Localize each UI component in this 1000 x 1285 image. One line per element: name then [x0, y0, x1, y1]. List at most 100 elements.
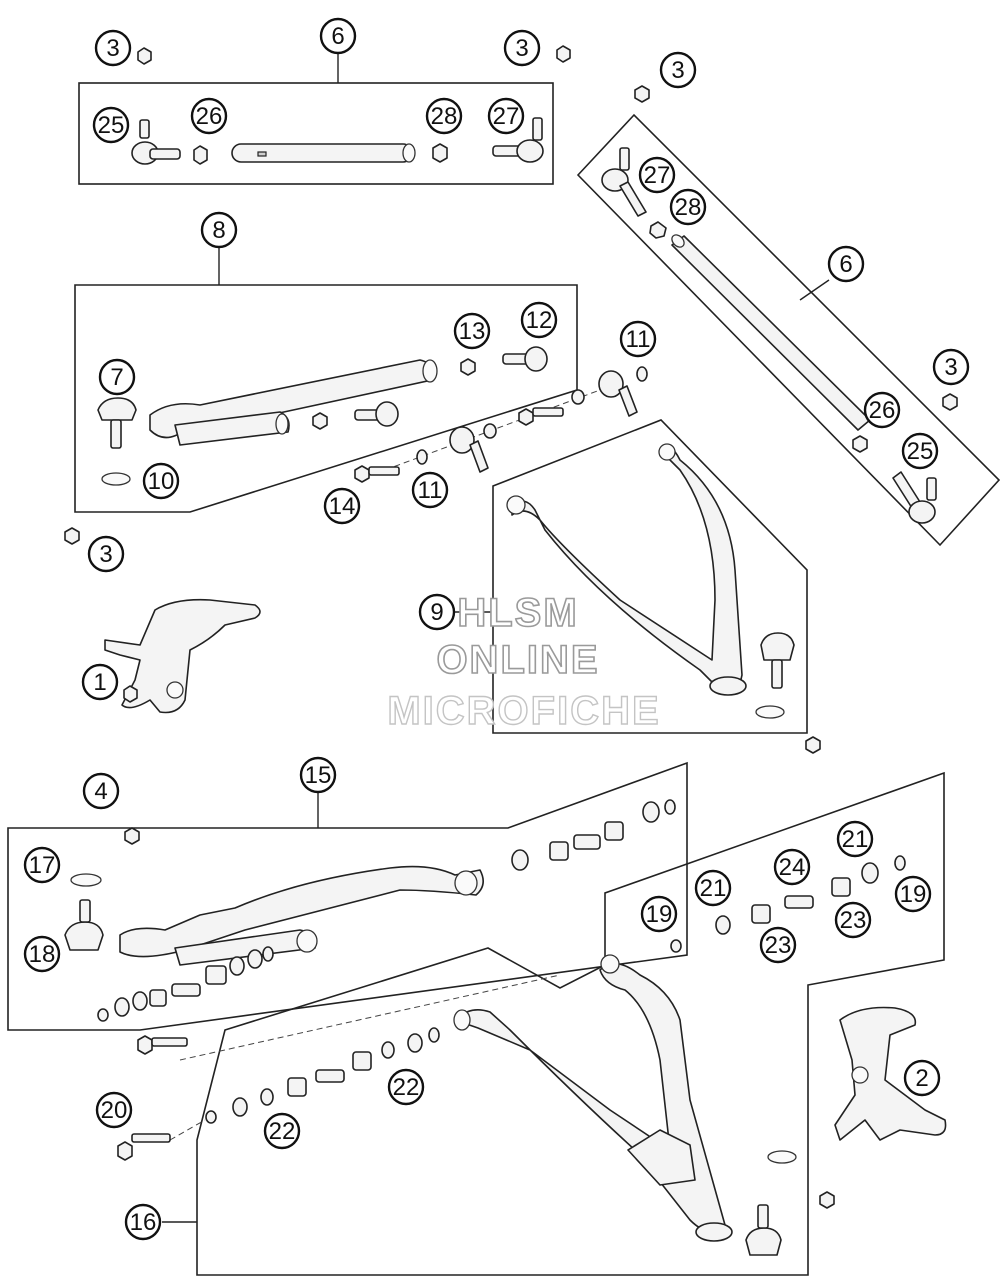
callout-8: 8: [200, 211, 238, 249]
svg-text:21: 21: [842, 826, 869, 853]
callout-19-a: 19: [640, 895, 678, 933]
svg-text:20: 20: [101, 1097, 128, 1124]
svg-text:16: 16: [130, 1209, 157, 1236]
callout-28-b: 28: [669, 188, 707, 226]
callout-2: 2: [903, 1059, 941, 1097]
svg-text:19: 19: [900, 881, 927, 908]
callouts: 1 2 3 3 3 3 3 4 6 6 7 8 9 10 11 11 12 13…: [23, 17, 970, 1241]
callout-7: 7: [98, 358, 136, 396]
svg-text:7: 7: [110, 364, 123, 391]
callout-13: 13: [453, 312, 491, 350]
callout-3-b: 3: [503, 29, 541, 67]
svg-text:26: 26: [196, 103, 223, 130]
callout-16: 16: [124, 1203, 162, 1241]
svg-text:13: 13: [459, 318, 486, 345]
svg-text:21: 21: [700, 875, 727, 902]
tie-rod-top-parts: [131, 45, 571, 165]
callout-15: 15: [299, 756, 337, 794]
callout-26-b: 26: [863, 391, 901, 429]
watermark-line-3: MICROFICHE: [387, 689, 660, 733]
svg-text:12: 12: [526, 307, 553, 334]
callout-3-c: 3: [659, 51, 697, 89]
svg-text:19: 19: [646, 901, 673, 928]
upper-a-arm-parts: [97, 346, 548, 486]
svg-text:27: 27: [644, 162, 671, 189]
tie-rod-assembly-frame-diagonal: [576, 113, 1000, 547]
assembly-frames: [7, 82, 1000, 1276]
callout-27-b: 27: [638, 156, 676, 194]
callout-25-b: 25: [901, 432, 939, 470]
center-fasteners: [64, 366, 648, 545]
callout-11-a: 11: [619, 320, 657, 358]
svg-text:28: 28: [431, 103, 458, 130]
callout-19-b: 19: [894, 875, 932, 913]
lower-a-arm-left-frame: [7, 761, 688, 1031]
callout-3-a: 3: [94, 29, 132, 67]
callout-20: 20: [95, 1091, 133, 1129]
steering-knuckle-parts: [104, 598, 947, 1141]
callout-27-a: 27: [487, 97, 525, 135]
callout-3-e: 3: [87, 535, 125, 573]
callout-24: 24: [773, 848, 811, 886]
svg-text:10: 10: [148, 468, 175, 495]
callout-1: 1: [81, 663, 119, 701]
callout-11-b: 11: [411, 471, 449, 509]
svg-text:11: 11: [418, 477, 443, 504]
callout-9: 9: [418, 593, 456, 631]
callout-12: 12: [520, 301, 558, 339]
lower-a-arm-parts: [64, 685, 676, 1022]
callout-25-a: 25: [92, 106, 130, 144]
upper-a-arm-right-frame: [492, 419, 808, 734]
svg-text:25: 25: [98, 112, 125, 139]
svg-text:23: 23: [840, 907, 867, 934]
callout-6-a: 6: [319, 17, 357, 55]
callout-22-b: 22: [263, 1112, 301, 1150]
watermark-line-1: HLSM: [457, 591, 578, 635]
callout-18: 18: [23, 935, 61, 973]
svg-text:3: 3: [515, 35, 528, 62]
svg-text:22: 22: [393, 1074, 420, 1101]
callout-17: 17: [23, 846, 61, 884]
lower-a-arm-right-parts: [117, 855, 906, 1256]
svg-text:3: 3: [671, 57, 684, 84]
callout-28-a: 28: [425, 97, 463, 135]
callout-10: 10: [142, 462, 180, 500]
callout-21-b: 21: [836, 820, 874, 858]
svg-text:6: 6: [331, 23, 344, 50]
svg-text:4: 4: [94, 778, 107, 805]
svg-text:14: 14: [329, 493, 356, 520]
watermark-line-2: ONLINE: [436, 638, 599, 682]
callout-23-a: 23: [759, 926, 797, 964]
tie-rod-assembly-frame-top: [78, 82, 554, 185]
svg-text:11: 11: [626, 326, 651, 353]
callout-23-b: 23: [834, 901, 872, 939]
svg-text:6: 6: [839, 251, 852, 278]
svg-text:15: 15: [305, 762, 332, 789]
callout-3-d: 3: [932, 348, 970, 386]
svg-text:3: 3: [944, 354, 957, 381]
upper-a-arm-assembly-frame: [74, 284, 578, 513]
svg-text:17: 17: [29, 852, 56, 879]
svg-text:27: 27: [493, 103, 520, 130]
svg-text:3: 3: [99, 541, 112, 568]
svg-text:28: 28: [675, 194, 702, 221]
svg-text:24: 24: [779, 854, 806, 881]
svg-text:18: 18: [29, 941, 56, 968]
svg-text:1: 1: [93, 669, 106, 696]
callout-21-a: 21: [694, 869, 732, 907]
callout-4: 4: [82, 772, 120, 810]
svg-text:8: 8: [212, 217, 225, 244]
callout-6-b: 6: [827, 245, 865, 283]
callout-22-a: 22: [387, 1068, 425, 1106]
watermark: HLSM ONLINE MICROFICHE: [387, 590, 660, 734]
svg-text:3: 3: [106, 35, 119, 62]
svg-text:2: 2: [915, 1065, 928, 1092]
upper-a-arm-right-parts: [506, 443, 821, 754]
callout-26-a: 26: [190, 97, 228, 135]
svg-text:23: 23: [765, 932, 792, 959]
svg-text:22: 22: [269, 1118, 296, 1145]
lower-a-arm-right-frame: [196, 771, 945, 1276]
callout-14: 14: [323, 487, 361, 525]
tie-rod-diagonal-parts: [601, 85, 958, 524]
